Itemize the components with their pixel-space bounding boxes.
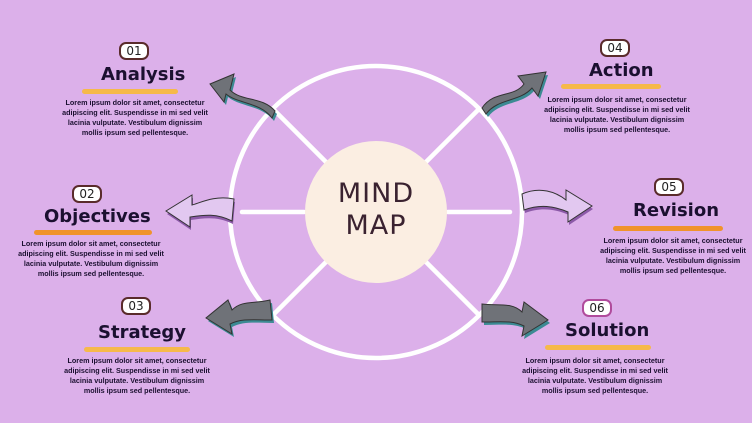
spoke-strategy bbox=[270, 259, 329, 318]
title-underline bbox=[545, 345, 651, 350]
spoke-analysis bbox=[270, 106, 329, 165]
node-title-analysis: Analysis bbox=[101, 64, 186, 85]
node-title-revision: Revision bbox=[633, 200, 720, 221]
center-title: MIND MAP bbox=[312, 178, 440, 242]
curved-arrow-icon bbox=[521, 189, 593, 225]
curved-arrow-icon bbox=[205, 299, 274, 337]
node-title-action: Action bbox=[589, 60, 654, 81]
curved-arrow-icon bbox=[209, 73, 277, 121]
title-underline bbox=[561, 84, 661, 89]
node-body-analysis: Lorem ipsum dolor sit amet, consectetur … bbox=[62, 98, 208, 137]
node-body-objectives: Lorem ipsum dolor sit amet, consectetur … bbox=[18, 239, 164, 278]
title-underline bbox=[84, 347, 190, 352]
node-body-strategy: Lorem ipsum dolor sit amet, consectetur … bbox=[64, 356, 210, 395]
node-number-badge: 05 bbox=[654, 178, 684, 196]
node-number-badge: 04 bbox=[600, 39, 630, 57]
spoke-solution bbox=[423, 259, 482, 318]
title-underline bbox=[82, 89, 178, 94]
curved-arrow-icon bbox=[165, 194, 235, 230]
node-body-revision: Lorem ipsum dolor sit amet, consectetur … bbox=[600, 236, 746, 275]
title-underline bbox=[34, 230, 152, 235]
title-underline bbox=[613, 226, 723, 231]
spokes bbox=[239, 106, 513, 318]
center-title-line1: MIND bbox=[337, 178, 415, 209]
node-body-solution: Lorem ipsum dolor sit amet, consectetur … bbox=[522, 356, 668, 395]
node-number-badge: 03 bbox=[121, 297, 151, 315]
node-number-badge: 06 bbox=[582, 299, 612, 317]
spoke-action bbox=[423, 106, 482, 165]
center-circle bbox=[305, 141, 447, 283]
node-title-strategy: Strategy bbox=[98, 322, 187, 343]
curved-arrow-icon bbox=[481, 301, 550, 339]
node-body-action: Lorem ipsum dolor sit amet, consectetur … bbox=[544, 95, 690, 134]
node-title-objectives: Objectives bbox=[44, 206, 151, 227]
node-title-solution: Solution bbox=[565, 320, 650, 341]
node-number-badge: 02 bbox=[72, 185, 102, 203]
node-number-badge: 01 bbox=[119, 42, 149, 60]
curved-arrow-icon bbox=[481, 71, 548, 117]
center-title-line2: MAP bbox=[345, 210, 407, 241]
